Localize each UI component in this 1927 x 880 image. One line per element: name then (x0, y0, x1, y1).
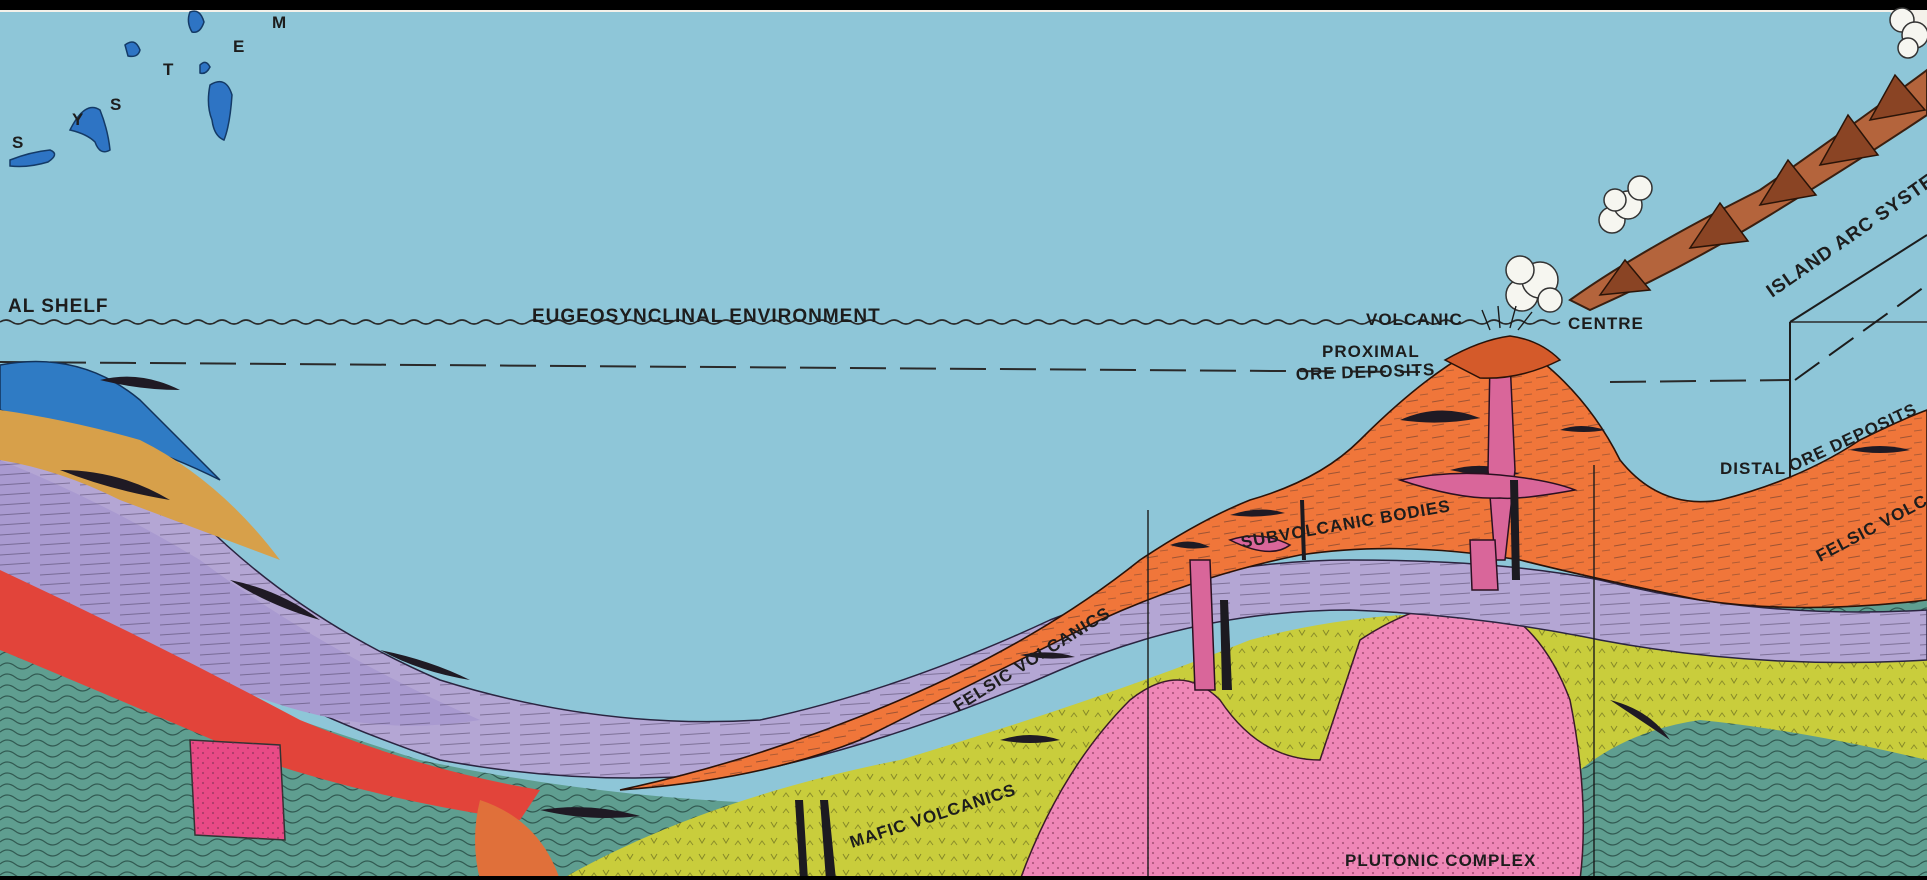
label-proximal: PROXIMAL (1322, 342, 1420, 361)
label-centre: CENTRE (1568, 314, 1644, 333)
label-shelf: AL SHELF (8, 296, 109, 317)
label-volcanic: VOLCANIC (1366, 310, 1463, 329)
label-eugeosynclinal: EUGEOSYNCLINAL ENVIRONMENT (532, 306, 881, 327)
map-letter: S (12, 133, 24, 152)
map-letter: Y (72, 110, 84, 129)
map-letter: T (163, 60, 174, 79)
label-plutonic: PLUTONIC COMPLEX (1345, 851, 1536, 870)
left-dyke-texture (190, 740, 285, 840)
label-distal: DISTAL (1720, 459, 1786, 478)
map-letter: E (233, 37, 245, 56)
map-letter: S (110, 95, 122, 114)
map-letter: M (272, 13, 287, 32)
bottom-frame-bar (0, 876, 1927, 880)
